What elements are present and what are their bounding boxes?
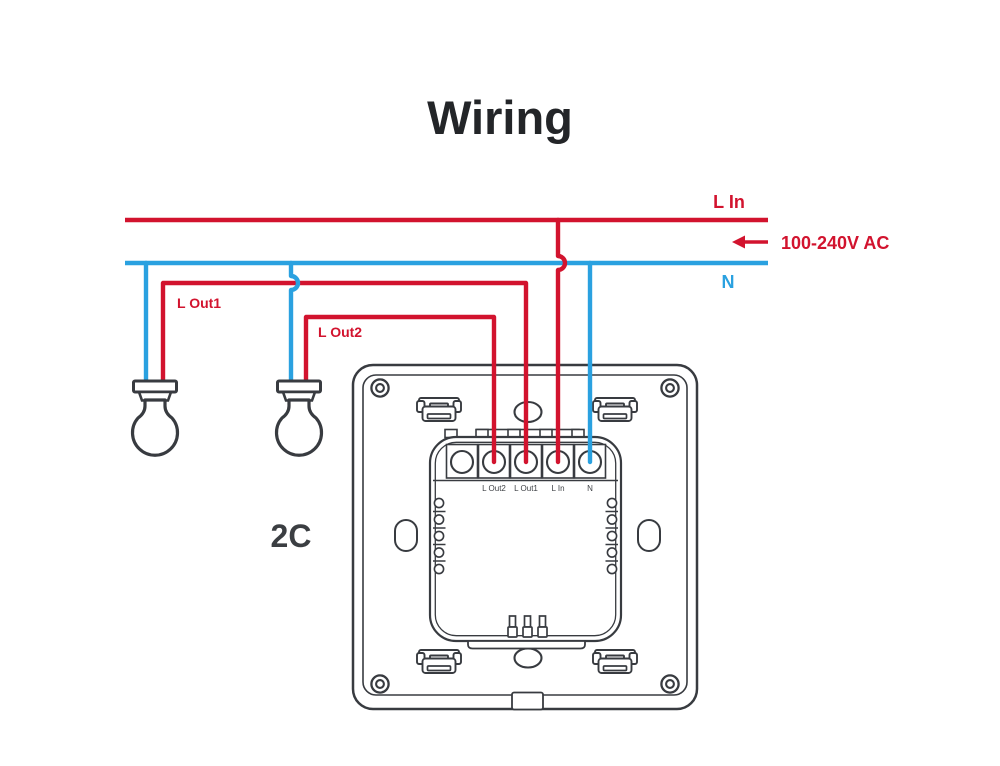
bulb-1 xyxy=(130,379,180,457)
l-out2-label: L Out2 xyxy=(318,324,362,340)
plate-side-slot-left xyxy=(394,519,418,552)
switch-back-plate: L Out2 L Out1 L In N xyxy=(351,363,699,711)
mounting-clip-bottom-right xyxy=(592,649,638,674)
module-comb-left xyxy=(433,497,446,575)
page-title: Wiring xyxy=(427,91,573,144)
l-out1-wire xyxy=(160,280,529,465)
module-bottom-prongs xyxy=(507,615,548,638)
live-in-label: L In xyxy=(713,192,745,212)
bulb-globe xyxy=(130,398,180,457)
module-bottom-step xyxy=(467,640,586,650)
supply-arrow-icon xyxy=(732,235,768,249)
l-out1-label: L Out1 xyxy=(177,295,221,311)
plate-screw-top-right xyxy=(660,378,680,398)
bulb-2 xyxy=(274,379,324,457)
bulb-socket-step xyxy=(137,390,173,402)
wires xyxy=(125,217,768,465)
terminal-label-n: N xyxy=(587,484,593,493)
bulb-socket xyxy=(276,379,322,394)
live-in-drop-wire xyxy=(555,217,568,465)
bulb2-neutral-wire xyxy=(288,260,301,388)
terminal-hole-spare xyxy=(449,449,475,475)
terminal-label-l-out1: L Out1 xyxy=(514,484,538,493)
bulb-socket-step xyxy=(281,390,317,402)
plate-bottom-tab xyxy=(511,691,544,711)
plate-screw-top-left xyxy=(370,378,390,398)
neutral-label: N xyxy=(722,272,735,292)
terminal-label-l-in: L In xyxy=(551,484,564,493)
l-out2-wire xyxy=(303,314,497,465)
mounting-clip-top-right xyxy=(592,397,638,422)
terminal-labels: L Out2 L Out1 L In N xyxy=(482,484,593,493)
mounting-clip-top-left xyxy=(416,397,462,422)
plate-bottom-oval xyxy=(513,647,543,669)
plate-screw-bottom-right xyxy=(660,674,680,694)
bulb-socket xyxy=(132,379,178,394)
terminal-label-l-out2: L Out2 xyxy=(482,484,506,493)
mounting-clip-bottom-left xyxy=(416,649,462,674)
voltage-label: 100-240V AC xyxy=(781,233,889,253)
channel-variant-label: 2C xyxy=(270,518,312,554)
bulb-globe xyxy=(274,398,324,457)
plate-screw-bottom-left xyxy=(370,674,390,694)
module-comb-right xyxy=(605,497,618,575)
plate-side-slot-right xyxy=(637,519,661,552)
